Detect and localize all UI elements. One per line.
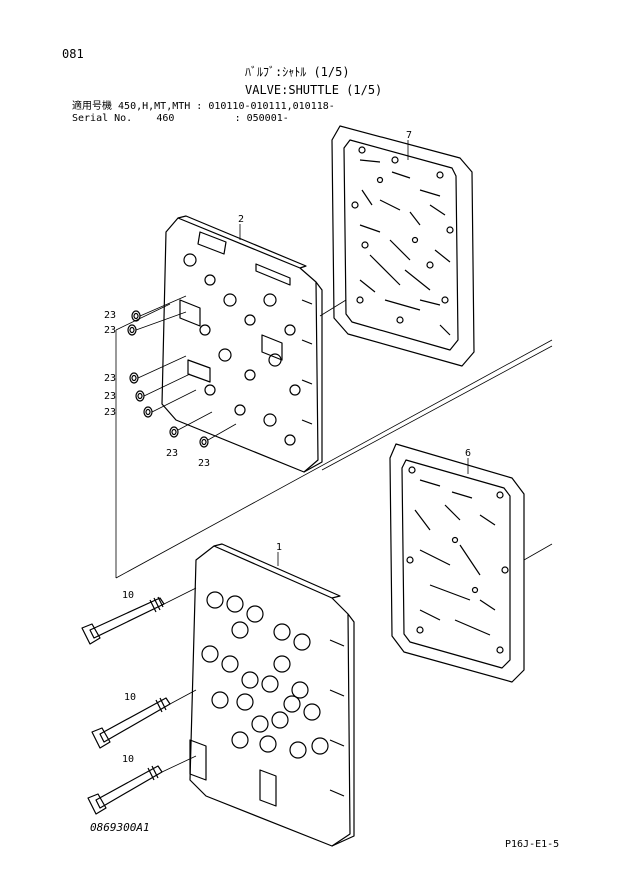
- callout-23-d: 23: [104, 391, 116, 402]
- part-2-valve-body: [161, 215, 323, 473]
- callout-23-g: 23: [198, 458, 210, 469]
- callout-7: 7: [406, 130, 412, 141]
- serial-label: Serial No.: [72, 113, 133, 124]
- part-1-valve-housing: [189, 543, 355, 847]
- callout-23-a: 23: [104, 310, 116, 321]
- page-number: 081: [62, 47, 84, 61]
- leader-lines: [115, 140, 553, 773]
- part-7-plate: [331, 125, 475, 367]
- drawing-number: 0869300A1: [90, 821, 150, 834]
- serial-model: 460: [156, 113, 175, 124]
- callout-23-f: 23: [166, 448, 178, 459]
- part-10-bolts: [81, 596, 171, 815]
- serial-row: Serial No. 460 : 050001-: [72, 113, 289, 124]
- callout-23-e: 23: [104, 407, 116, 418]
- part-6-plate: [389, 443, 525, 683]
- title-english: VALVE:SHUTTLE (1/5): [245, 83, 383, 97]
- applicability-models: 450,H,MT,MTH: [118, 101, 191, 112]
- callout-10-top: 10: [122, 590, 134, 601]
- callout-10-middle: 10: [124, 692, 136, 703]
- applicability-label: 適用号機: [72, 101, 112, 112]
- serial-range: 050001-: [246, 113, 289, 124]
- applicability-row: 適用号機 450,H,MT,MTH : 010110-010111,010118…: [72, 101, 335, 112]
- applicability-serials: 010110-010111,010118-: [208, 101, 335, 112]
- callout-1: 1: [276, 542, 282, 553]
- callout-23-c: 23: [104, 373, 116, 384]
- callout-6: 6: [465, 448, 471, 459]
- callout-2: 2: [238, 214, 244, 225]
- page-code: P16J-E1-5: [505, 839, 560, 850]
- part-23-plugs: [127, 310, 209, 448]
- callout-23-b: 23: [104, 325, 116, 336]
- callout-10-bottom: 10: [122, 754, 134, 765]
- title-japanese: ﾊﾞﾙﾌﾞ:ｼｬﾄﾙ (1/5): [245, 65, 350, 79]
